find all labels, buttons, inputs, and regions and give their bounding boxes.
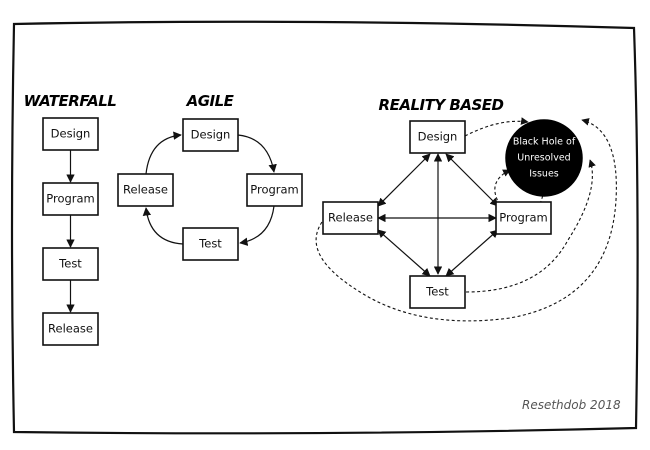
reality-box-program: Program [495,201,552,235]
reality-box-test: Test [409,275,466,309]
reality-arrow-design-program [445,153,499,207]
waterfall-box-program: Program [42,182,99,216]
waterfall-box-release: Release [42,312,99,346]
svg-text:Issues: Issues [529,169,559,180]
svg-text:Release: Release [48,322,93,336]
dashed-path-design-to-hole [464,117,529,137]
agile-arrow-release-design [145,131,182,175]
agile-arrow-program-test [239,205,275,246]
reality-arrow-design-release [377,153,431,207]
svg-text:Unresolved: Unresolved [517,153,570,164]
reality-arrow-release-test [377,229,431,277]
title-reality-based: REALITY BASED [379,96,504,114]
title-waterfall: WATERFALL [24,92,117,110]
svg-text:Release: Release [123,183,168,197]
agile-box-test: Test [182,227,239,261]
title-agile: AGILE [186,92,235,110]
agile-box-release: Release [117,173,174,207]
reality-arrow-program-test [445,229,499,277]
svg-text:Release: Release [328,211,373,225]
agile-box-design: Design [182,118,239,152]
agile-box-program: Program [246,173,303,207]
dashed-path-test-to-hole [465,159,596,293]
waterfall-box-test: Test [42,247,99,281]
dashed-path-release-to-hole [315,118,617,322]
svg-text:Design: Design [51,127,91,141]
svg-text:Test: Test [425,285,449,299]
agile-arrow-design-program [237,134,277,173]
reality-box-release: Release [322,201,379,235]
svg-text:Design: Design [191,128,231,142]
svg-text:Black Hole of: Black Hole of [513,137,576,148]
svg-text:Test: Test [198,237,222,251]
svg-text:Program: Program [499,211,548,225]
svg-text:Program: Program [46,192,95,206]
svg-text:Test: Test [58,257,82,271]
reality-box-design: Design [409,120,466,154]
svg-text:Design: Design [418,130,458,144]
artist-signature: Resethdob 2018 [522,398,621,412]
svg-text:Program: Program [250,183,299,197]
waterfall-box-design: Design [42,117,99,151]
agile-arrow-test-release [142,207,184,245]
black-hole-of-unresolved-issues: Black Hole of Unresolved Issues [505,119,583,197]
